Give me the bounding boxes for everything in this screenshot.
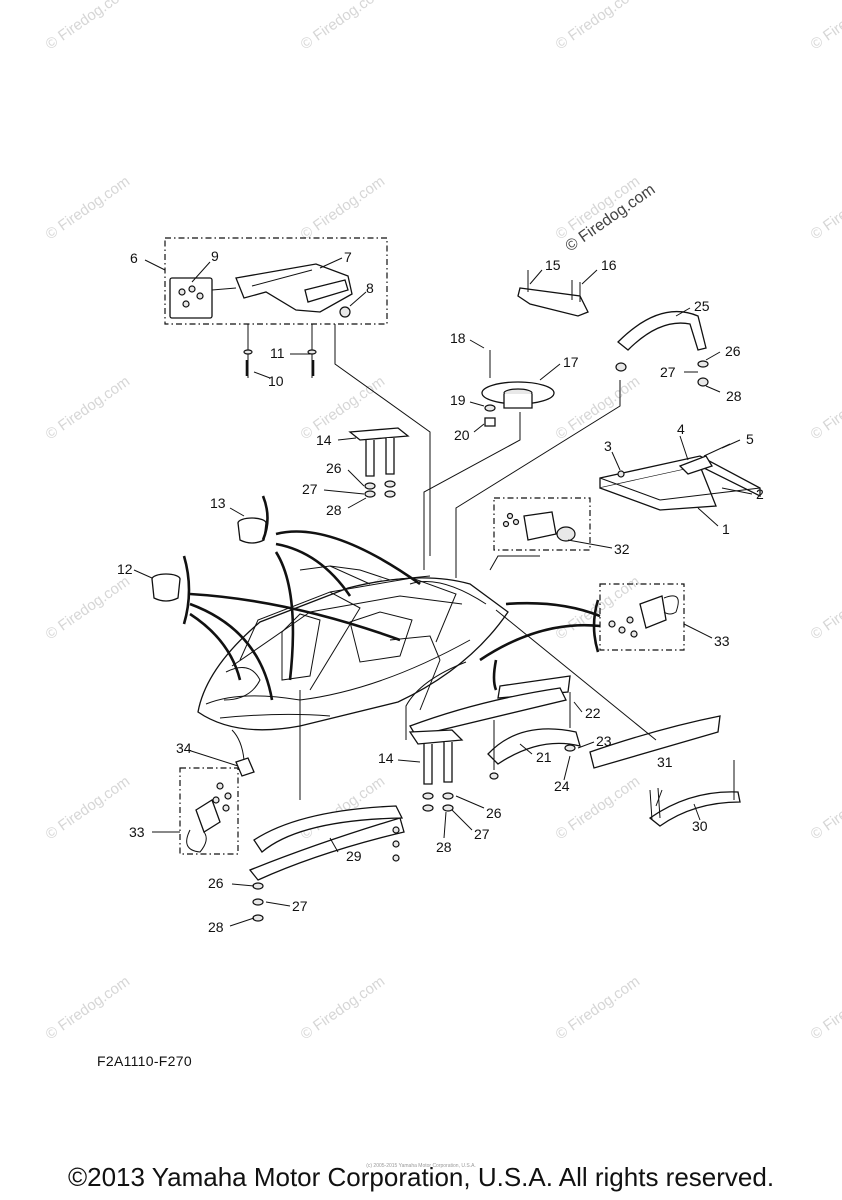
callout-20: 20 bbox=[454, 427, 470, 443]
callout-29: 29 bbox=[346, 848, 362, 864]
callout-8: 8 bbox=[366, 280, 374, 296]
watermark-text: © Firedog.com bbox=[43, 973, 134, 1043]
watermark-text: © Firedog.com bbox=[43, 773, 134, 843]
callout-28-lower: 28 bbox=[436, 839, 452, 855]
watermark-text: © Firedog.com bbox=[553, 573, 644, 643]
cleat-14-lower bbox=[408, 729, 464, 812]
leader-lines bbox=[189, 324, 657, 800]
callout-32: 32 bbox=[614, 541, 630, 557]
callout-9: 9 bbox=[211, 248, 219, 264]
boat-hull bbox=[197, 565, 509, 731]
callout-33-left: 33 bbox=[129, 824, 145, 840]
callout-33-right: 33 bbox=[714, 633, 730, 649]
callout-28-top: 28 bbox=[326, 502, 342, 518]
watermark-text: © Firedog.com bbox=[553, 373, 644, 443]
watermark-text: © Firedog.com bbox=[808, 573, 842, 643]
callout-27-right: 27 bbox=[660, 364, 676, 380]
bow-eye-34 bbox=[235, 757, 255, 777]
seat-bracket-15 bbox=[517, 270, 589, 317]
callout-4: 4 bbox=[677, 421, 685, 437]
watermark-text: © Firedog.com bbox=[553, 0, 644, 53]
watermark-text: © Firedog.com bbox=[43, 373, 134, 443]
handle-21 bbox=[487, 692, 581, 780]
watermark-text: © Firedog.com bbox=[43, 0, 134, 53]
watermark-text: © Firedog.com bbox=[553, 973, 644, 1043]
diagram-code: F2A1110-F270 bbox=[97, 1053, 192, 1069]
callout-26-lower: 26 bbox=[486, 805, 502, 821]
callout-34: 34 bbox=[176, 740, 192, 756]
callout-23: 23 bbox=[596, 733, 612, 749]
access-plate-17 bbox=[481, 350, 555, 427]
callout-16: 16 bbox=[601, 257, 617, 273]
callout-11: 11 bbox=[270, 345, 285, 361]
callout-14-lower: 14 bbox=[378, 750, 394, 766]
callout-18: 18 bbox=[450, 330, 466, 346]
watermark-text: © Firedog.com bbox=[298, 973, 389, 1043]
callout-27-top: 27 bbox=[302, 481, 318, 497]
callout-22: 22 bbox=[585, 705, 601, 721]
callout-27-bottom: 27 bbox=[292, 898, 308, 914]
watermark-text: © Firedog.com bbox=[808, 173, 842, 243]
horn-assembly-32 bbox=[493, 497, 591, 551]
callout-12: 12 bbox=[117, 561, 133, 577]
callout-28-bottom: 28 bbox=[208, 919, 224, 935]
callout-15: 15 bbox=[545, 257, 561, 273]
watermark-text: © Firedog.com bbox=[808, 773, 842, 843]
screws-10-11 bbox=[243, 324, 317, 378]
callout-leaders bbox=[133, 257, 753, 927]
tow-eye-33-left bbox=[179, 767, 239, 855]
callout-13: 13 bbox=[210, 495, 226, 511]
callout-26-bottom: 26 bbox=[208, 875, 224, 891]
callout-5: 5 bbox=[746, 431, 754, 447]
callout-1: 1 bbox=[722, 521, 730, 537]
cup-holder-12 bbox=[151, 555, 191, 625]
watermark-text: © Firedog.com bbox=[808, 0, 842, 53]
guard-rail-29 bbox=[248, 805, 405, 922]
watermark-text: © Firedog.com bbox=[298, 173, 389, 243]
callout-10: 10 bbox=[268, 373, 284, 389]
callout-7: 7 bbox=[344, 249, 352, 265]
callout-30: 30 bbox=[692, 818, 708, 834]
callout-26-right: 26 bbox=[725, 343, 741, 359]
callout-27-lower: 27 bbox=[474, 826, 490, 842]
callout-25: 25 bbox=[694, 298, 710, 314]
rail-30 bbox=[648, 760, 741, 827]
guard-rail-side bbox=[409, 675, 721, 769]
copyright-notice: ©2013 Yamaha Motor Corporation, U.S.A. A… bbox=[67, 1162, 775, 1192]
callout-labels: 1 2 3 4 5 6 7 8 9 10 11 12 13 14 14 15 1… bbox=[117, 248, 764, 935]
watermark-text: © Firedog.com bbox=[43, 573, 134, 643]
cleat-14-top bbox=[348, 427, 410, 498]
watermark-text: © Firedog.com bbox=[808, 973, 842, 1043]
callout-3: 3 bbox=[604, 438, 612, 454]
callout-24: 24 bbox=[554, 778, 570, 794]
callout-21: 21 bbox=[536, 749, 552, 765]
callout-28-right: 28 bbox=[726, 388, 742, 404]
watermark-text: © Firedog.com bbox=[808, 373, 842, 443]
callout-17: 17 bbox=[563, 354, 579, 370]
callout-31: 31 bbox=[657, 754, 673, 770]
callout-19: 19 bbox=[450, 392, 466, 408]
fine-print: (c) 2005-2015 Yamaha Motor Corporation, … bbox=[366, 1163, 476, 1169]
rail-assembly-1-2 bbox=[599, 443, 761, 511]
callout-26-top: 26 bbox=[326, 460, 342, 476]
callout-6: 6 bbox=[130, 250, 138, 266]
callout-2: 2 bbox=[756, 486, 764, 502]
callout-14-top: 14 bbox=[316, 432, 332, 448]
grab-handle-25 bbox=[615, 310, 709, 387]
watermark-text: © Firedog.com bbox=[298, 0, 389, 53]
watermark-text: © Firedog.com bbox=[43, 173, 134, 243]
cup-holder-13 bbox=[237, 495, 269, 544]
bracket-assembly-group bbox=[164, 237, 388, 325]
